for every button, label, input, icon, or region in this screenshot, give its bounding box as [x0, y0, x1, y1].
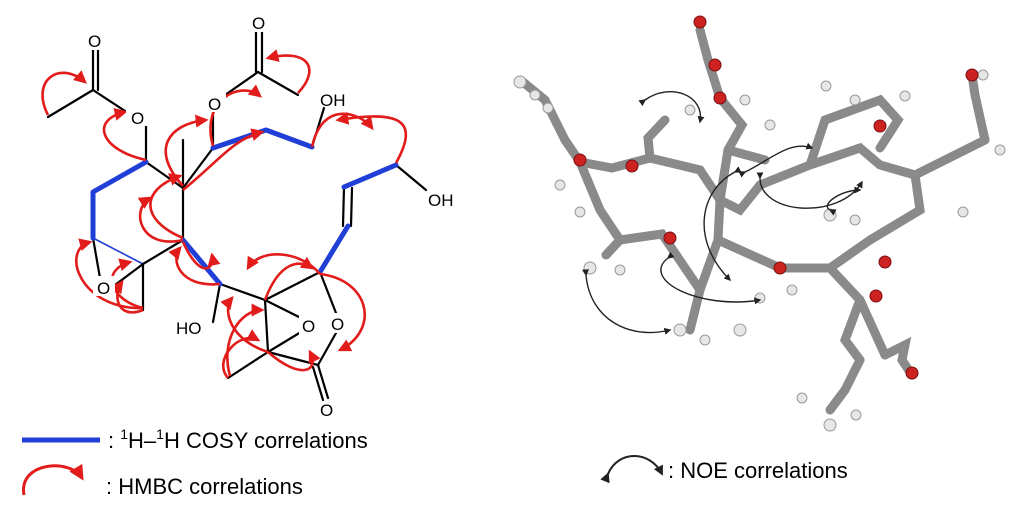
structure-2d: O O O O OH OH O HO O O O — [41, 12, 454, 420]
atom-o-right-carbonyl: O — [252, 14, 265, 33]
atom-o-lactone-ring: O — [331, 315, 344, 334]
model-oxygens — [573, 15, 979, 380]
atom-oh-top: OH — [320, 91, 346, 110]
noe-arrows — [582, 91, 863, 335]
atom-ho-bottom: HO — [176, 319, 202, 338]
noe-legend-arrow-icon — [600, 455, 663, 484]
black-bonds — [46, 30, 428, 402]
atom-oh-right: OH — [428, 191, 454, 210]
atom-o-left-carbonyl: O — [88, 32, 101, 51]
atom-o-left-ester: O — [131, 109, 144, 128]
atom-o-left-epoxide: O — [97, 279, 110, 298]
atom-o-right-epoxide: O — [302, 317, 315, 336]
atom-labels: O O O O OH OH O HO O O O — [84, 12, 454, 420]
cosy-bonds — [90, 127, 399, 287]
atom-o-lactone-carbonyl: O — [320, 401, 333, 420]
legend: : 1H–1H COSY correlations : HMBC correla… — [22, 426, 848, 499]
molecule-3d-model — [513, 15, 1006, 432]
noe-legend-label: : NOE correlations — [668, 458, 848, 483]
hmbc-legend-arrow-icon — [22, 463, 84, 496]
atom-o-right-ester: O — [208, 95, 221, 114]
model-bonds — [518, 25, 990, 415]
hmbc-legend-label: : HMBC correlations — [106, 474, 303, 499]
model-hydrogens — [513, 69, 1006, 432]
cosy-legend-label: : 1H–1H COSY correlations — [108, 426, 368, 453]
